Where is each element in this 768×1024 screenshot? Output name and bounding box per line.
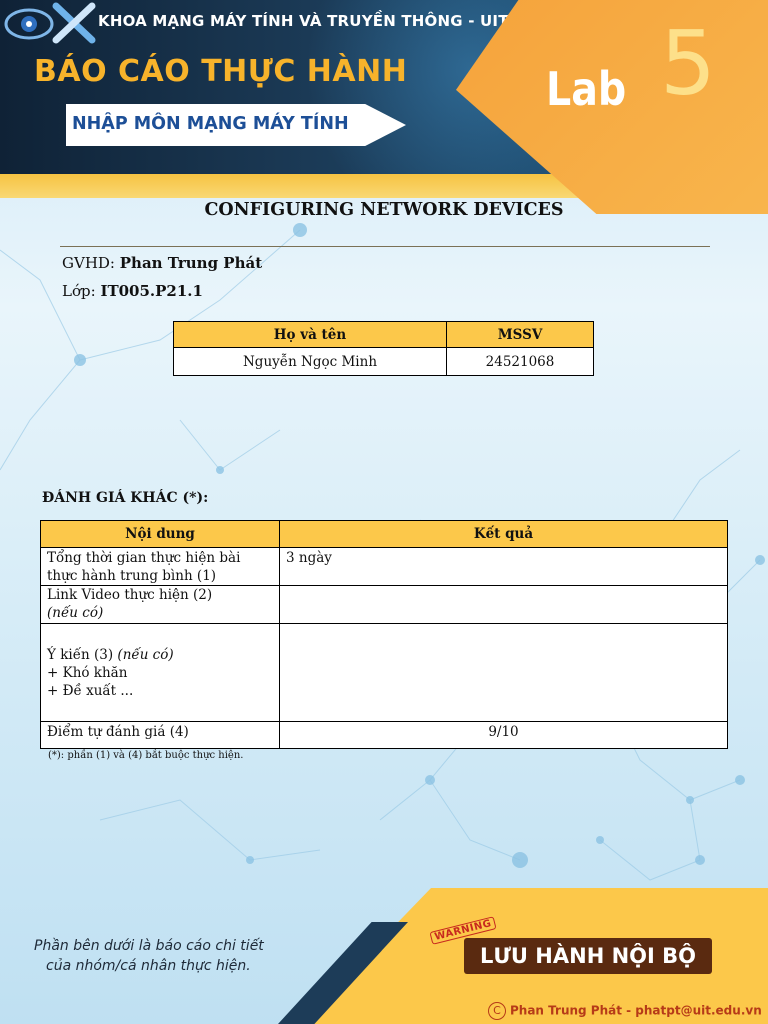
title-divider [60, 246, 710, 247]
copyright-icon: C [488, 1002, 506, 1020]
table-row: Điểm tự đánh giá (4) 9/10 [40, 721, 728, 749]
class-line: Lớp: IT005.P21.1 [62, 282, 203, 300]
header-result: Kết quả [279, 520, 728, 548]
report-title: BÁO CÁO THỰC HÀNH [34, 54, 408, 89]
table-row: Tổng thời gian thực hiện bài thực hành t… [40, 547, 728, 586]
table-row: Nguyễn Ngọc Minh 24521068 [173, 347, 594, 376]
video-cell: Link Video thực hiện (2) (nếu có) [40, 585, 280, 624]
class-label: Lớp: [62, 282, 96, 300]
copyright-text: Phan Trung Phát - phatpt@uit.edu.vn [510, 1003, 762, 1018]
table-row: Link Video thực hiện (2) (nếu có) [40, 585, 728, 624]
evaluation-footnote: (*): phần (1) và (4) bắt buộc thực hiện. [48, 750, 244, 761]
evaluation-header-row: Nội dung Kết quả [40, 520, 728, 548]
uit-logo-icon [4, 8, 54, 40]
self-score-value: 9/10 [279, 721, 728, 749]
opinion-label: Ý kiến (3) [47, 646, 114, 663]
class-code: IT005.P21.1 [100, 282, 203, 300]
member-student-id: 24521068 [446, 347, 594, 376]
members-header-row: Họ và tên MSSV [173, 321, 594, 348]
opinion-value [279, 623, 728, 722]
evaluation-heading: ĐÁNH GIÁ KHÁC (*): [42, 490, 209, 506]
opinion-difficulty: + Khó khăn [47, 664, 128, 681]
header-content: Nội dung [40, 520, 280, 548]
internal-use-badge: LƯU HÀNH NỘI BỘ [464, 938, 712, 974]
subject-name: NHẬP MÔN MẠNG MÁY TÍNH [72, 114, 349, 134]
header-name: Họ và tên [173, 321, 447, 348]
copyright-line: C Phan Trung Phát - phatpt@uit.edu.vn [488, 1002, 762, 1020]
video-value [279, 585, 728, 624]
header-student-id: MSSV [446, 321, 594, 348]
members-table: Họ và tên MSSV Nguyễn Ngọc Minh 24521068 [173, 321, 594, 376]
lab-label: Lab [546, 62, 627, 116]
document-title: CONFIGURING NETWORK DEVICES [204, 200, 564, 220]
video-note: (nếu có) [47, 605, 104, 621]
faculty-name: KHOA MẠNG MÁY TÍNH VÀ TRUYỀN THÔNG - UIT [98, 12, 509, 30]
self-score-label: Điểm tự đánh giá (4) [40, 721, 280, 749]
subject-arrow-shape [66, 104, 406, 146]
faculty-x-logo-icon [52, 2, 96, 44]
member-name: Nguyễn Ngọc Minh [173, 347, 447, 376]
instructor-label: GVHD: [62, 254, 115, 272]
opinion-suggestion: + Đề xuất ... [47, 682, 134, 699]
video-label: Link Video thực hiện (2) [47, 587, 213, 603]
opinion-cell: Ý kiến (3) (nếu có) + Khó khăn + Đề xuất… [40, 623, 280, 722]
footer-note-line2: của nhóm/cá nhân thực hiện. [46, 958, 251, 974]
footer-note-line1: Phần bên dưới là báo cáo chi tiết [34, 938, 264, 954]
footer-note: Phần bên dưới là báo cáo chi tiết của nh… [34, 936, 264, 976]
lab-number: 5 [660, 12, 716, 115]
total-time-value: 3 ngày [279, 547, 728, 586]
instructor-name: Phan Trung Phát [119, 254, 263, 272]
total-time-label: Tổng thời gian thực hiện bài thực hành t… [40, 547, 280, 586]
instructor-line: GVHD: Phan Trung Phát [62, 254, 262, 272]
opinion-note: (nếu có) [117, 646, 174, 663]
evaluation-table: Nội dung Kết quả Tổng thời gian thực hiệ… [40, 520, 728, 749]
table-row: Ý kiến (3) (nếu có) + Khó khăn + Đề xuất… [40, 623, 728, 722]
